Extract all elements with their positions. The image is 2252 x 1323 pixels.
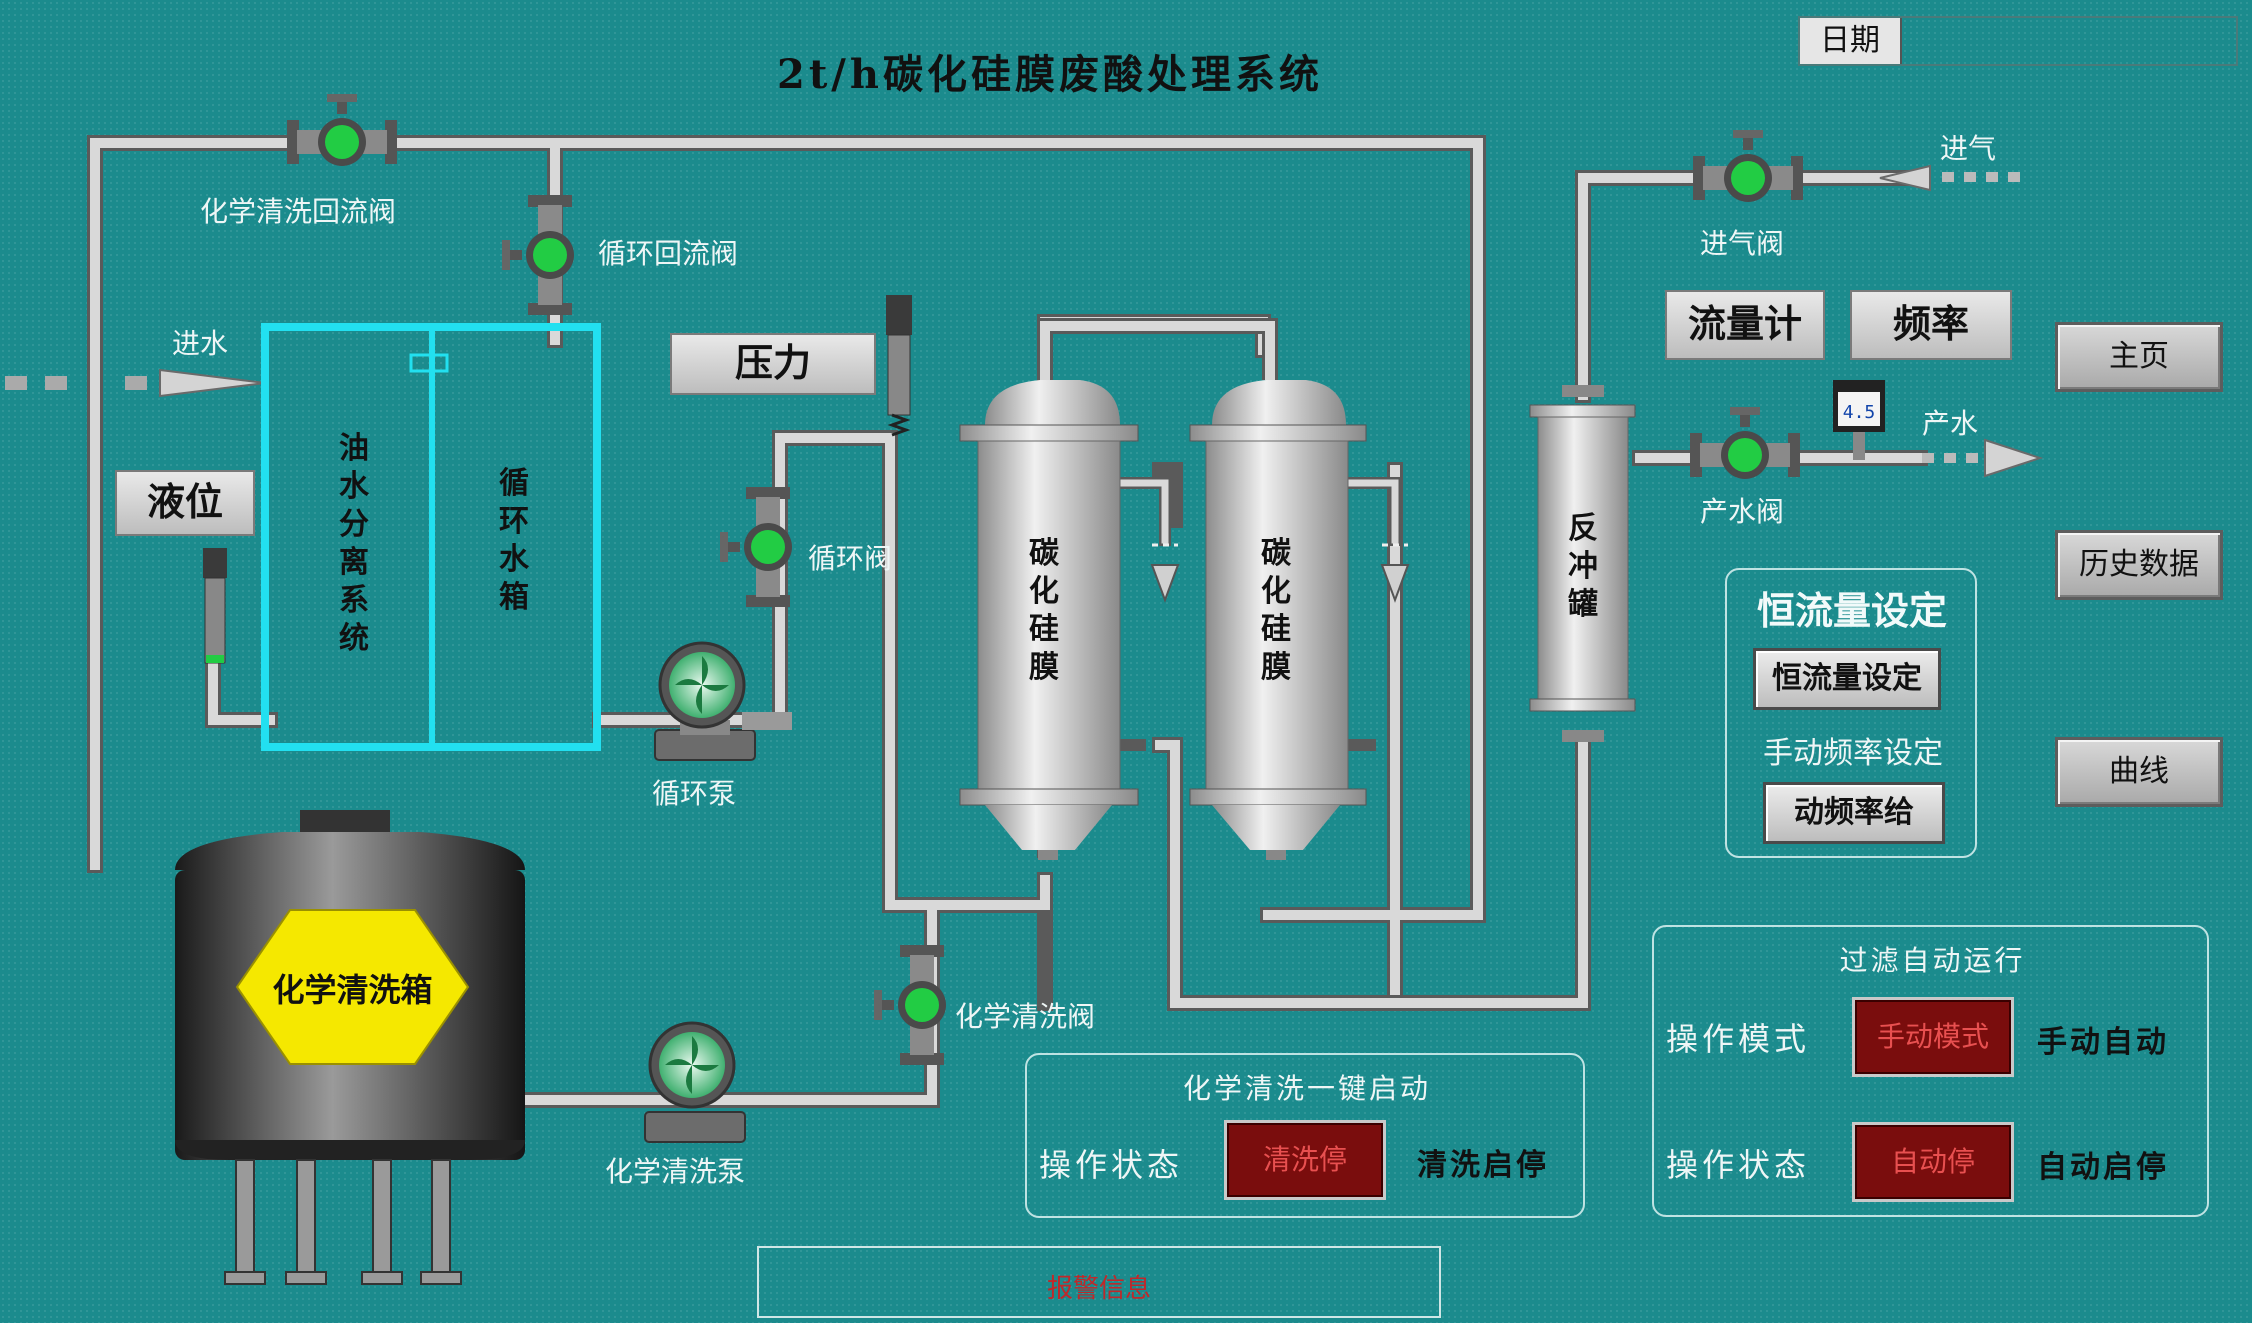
- product-out-label: 产水: [1922, 407, 1979, 440]
- chem-return-valve[interactable]: [282, 92, 402, 172]
- membrane2-label: 碳化硅膜: [1261, 536, 1291, 685]
- chem-state-button[interactable]: 清洗停: [1224, 1120, 1386, 1200]
- chem-state-label: 操作状态: [1039, 1146, 1184, 1184]
- cyan-tanks: [261, 323, 601, 751]
- page-title: 2t/h碳化硅膜废酸处理系统: [777, 51, 1323, 98]
- pressure-box[interactable]: 压力: [670, 333, 876, 395]
- const-flow-title: 恒流量设定: [1756, 588, 1947, 633]
- air-in-label: 进气: [1940, 132, 1997, 165]
- const-flow-button[interactable]: 恒流量设定: [1753, 648, 1941, 710]
- auto-mode-button[interactable]: 手动模式: [1852, 997, 2014, 1077]
- product-outlet: [1922, 438, 2044, 478]
- frequency-box[interactable]: 频率: [1850, 290, 2012, 360]
- alarm-text: 报警信息: [1046, 1274, 1151, 1304]
- chem-tank-label: 化学清洗箱: [272, 971, 433, 1009]
- nav-home-button[interactable]: 主页: [2055, 322, 2223, 392]
- circ-valve[interactable]: [718, 487, 798, 607]
- date-field: 日期: [1798, 16, 2238, 66]
- const-flow-panel: 恒流量设定 恒流量设定 手动频率设定 动频率给: [1725, 568, 1977, 858]
- auto-filter-panel: 过滤自动运行 操作模式 手动模式 手动自动 操作状态 自动停 自动启停: [1652, 925, 2209, 1217]
- membrane-vessels: [959, 380, 1410, 860]
- product-valve[interactable]: [1685, 405, 1805, 485]
- auto-state-label: 操作状态: [1666, 1146, 1811, 1184]
- auto-mode-text: 手动自动: [2037, 1025, 2169, 1060]
- chem-wash-valve[interactable]: [872, 945, 952, 1065]
- auto-state-text: 自动启停: [2037, 1150, 2169, 1185]
- inlet-air-valve-label: 进气阀: [1700, 227, 1785, 260]
- flowmeter-box[interactable]: 流量计: [1665, 290, 1825, 360]
- alarm-box: 报警信息: [757, 1246, 1441, 1318]
- chem-clean-panel: 化学清洗一键启动 操作状态 清洗停 清洗启停: [1025, 1053, 1585, 1218]
- nav-curve-button[interactable]: 曲线: [2055, 737, 2223, 807]
- membrane1-label: 碳化硅膜: [1029, 536, 1059, 685]
- water-in-label: 进水: [172, 327, 229, 360]
- circ-return-valve-label: 循环回流阀: [598, 237, 739, 270]
- manual-freq-button[interactable]: 动频率给: [1763, 782, 1945, 844]
- auto-filter-title: 过滤自动运行: [1839, 944, 2026, 977]
- nav-history-button[interactable]: 历史数据: [2055, 530, 2223, 600]
- backflush-tank: [1529, 385, 1636, 742]
- pressure-sensor: [886, 295, 912, 437]
- chem-pump-label: 化学清洗泵: [605, 1155, 746, 1188]
- circ-pump-label: 循环泵: [652, 777, 737, 810]
- membrane-top-link: [1037, 318, 1278, 380]
- backflush-tank-label: 反冲罐: [1568, 511, 1598, 622]
- circ-water-tank-label: 循环水箱: [499, 466, 529, 615]
- date-label: 日期: [1800, 18, 1902, 64]
- chemical-pump[interactable]: [644, 1021, 746, 1143]
- auto-mode-label: 操作模式: [1666, 1020, 1811, 1058]
- svg-text:4.5: 4.5: [1843, 402, 1876, 423]
- circ-valve-label: 循环阀: [808, 542, 893, 575]
- chem-return-valve-label: 化学清洗回流阀: [200, 195, 397, 228]
- chem-state-text: 清洗启停: [1417, 1148, 1549, 1183]
- level-box[interactable]: 液位: [115, 470, 255, 536]
- oil-water-tank-label: 油水分离系统: [339, 431, 369, 656]
- circulation-pump[interactable]: [654, 641, 792, 761]
- date-value: [1910, 18, 2230, 64]
- auto-state-button[interactable]: 自动停: [1852, 1122, 2014, 1202]
- air-inlet: [1879, 164, 2020, 192]
- inlet-air-valve[interactable]: [1688, 128, 1808, 208]
- level-sensor: [203, 548, 227, 664]
- chem-clean-title: 化学清洗一键启动: [1182, 1072, 1431, 1105]
- chemical-tank: [175, 810, 525, 1285]
- circ-return-valve[interactable]: [500, 195, 580, 315]
- manual-freq-label: 手动频率设定: [1763, 736, 1943, 771]
- flowmeter-display: 4.5: [1833, 380, 1885, 460]
- water-inlet-line: [5, 368, 266, 398]
- chem-wash-valve-label: 化学清洗阀: [955, 1000, 1096, 1033]
- product-valve-label: 产水阀: [1700, 495, 1785, 528]
